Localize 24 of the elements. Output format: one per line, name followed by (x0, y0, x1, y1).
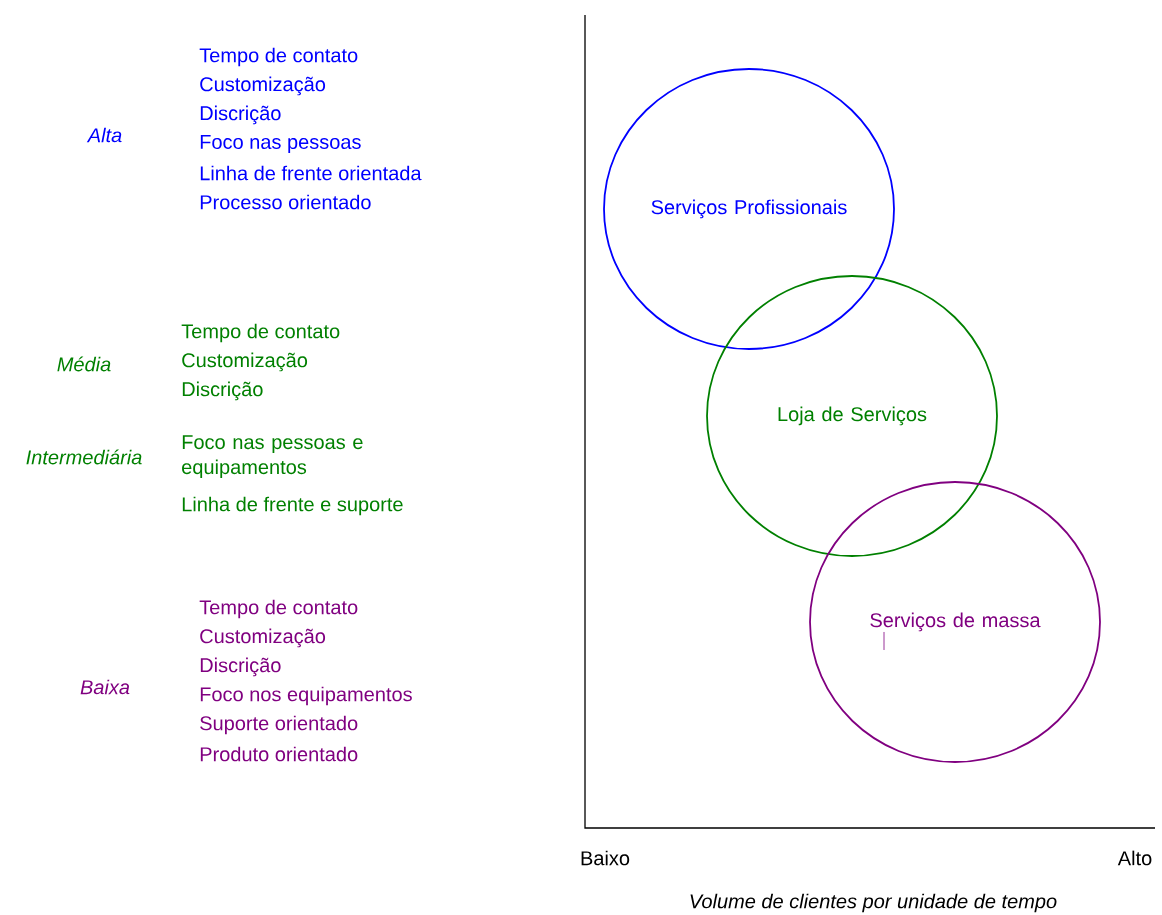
characteristic-text: Linha de frente orientada (200, 165, 422, 181)
characteristic-text: Tempo de contato (181, 323, 340, 343)
characteristic-text: Customização (200, 628, 326, 648)
characteristic-text: Tempo de contato (199, 599, 358, 619)
characteristic-text: Foco nas pessoas (200, 135, 361, 153)
characteristic-text: Customização (200, 76, 326, 96)
characteristic-text: Foco nas pessoas e equipamentos (182, 435, 363, 479)
level-label: Intermediária (26, 449, 142, 465)
axis-label: Alto (1117, 850, 1152, 866)
characteristic-text: Discrição (200, 105, 281, 125)
characteristic-text: Tempo de contato (199, 47, 358, 67)
characteristic-text: Discrição (200, 657, 281, 677)
level-label: Alta (86, 127, 122, 143)
characteristic-text: Suporte orientado (200, 715, 358, 735)
axis-title: Volume de clientes por unidade de tempo (690, 893, 1057, 913)
level-label: Média (57, 356, 111, 372)
characteristic-text: Foco nos equipamentos (200, 686, 412, 706)
characteristic-text: Processo orientado (200, 194, 371, 210)
characteristic-text: Customização (182, 352, 308, 372)
axis-label: Baixo (581, 850, 630, 866)
level-label: Baixa (80, 679, 130, 695)
characteristic-text: Linha de frente e suporte (182, 496, 403, 516)
characteristic-text: Produto orientado (200, 746, 358, 762)
characteristic-text: Discrição (182, 381, 263, 401)
